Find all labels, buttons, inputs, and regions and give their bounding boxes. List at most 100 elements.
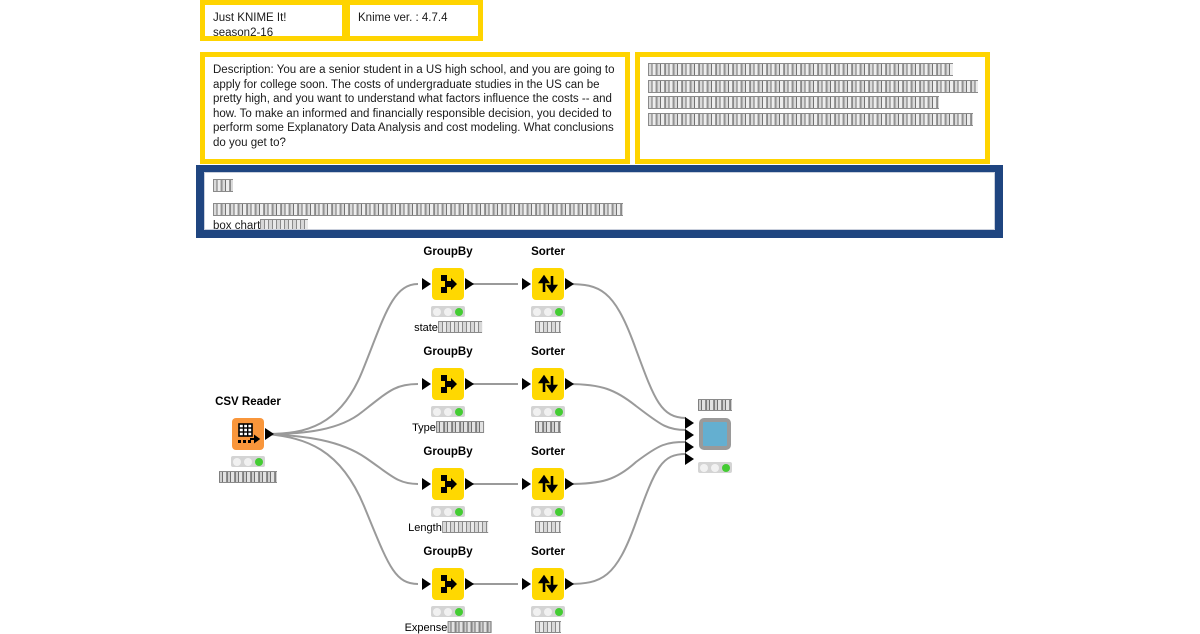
output-port[interactable] — [565, 478, 574, 490]
node-status-sorter-1 — [531, 306, 565, 317]
node-label-csv-reader — [219, 471, 277, 484]
status-configured-bulb — [543, 307, 552, 316]
unrenderable-text-run — [698, 399, 732, 411]
group-merge-icon — [441, 475, 457, 493]
input-port[interactable] — [522, 278, 531, 290]
view-node-icon[interactable] — [699, 418, 731, 450]
unrenderable-text-run — [535, 521, 561, 533]
unrenderable-text-line — [648, 112, 973, 126]
input-port[interactable] — [422, 478, 431, 490]
status-executed-bulb — [554, 607, 563, 616]
sort-arrows-icon — [538, 574, 558, 594]
status-idle-bulb — [433, 307, 442, 316]
input-port-2[interactable] — [685, 429, 694, 441]
output-port[interactable] — [465, 378, 474, 390]
status-idle-bulb — [433, 507, 442, 516]
sort-arrows-icon — [538, 474, 558, 494]
node-status-groupby-1 — [431, 306, 465, 317]
connection-lines — [267, 283, 687, 585]
unrenderable-text-line — [213, 202, 623, 216]
status-executed-bulb — [254, 457, 263, 466]
node-label-groupby-3: Length — [408, 521, 488, 534]
status-executed-bulb — [554, 407, 563, 416]
node-title-csv-reader: CSV Reader — [215, 396, 281, 408]
output-port[interactable] — [565, 278, 574, 290]
node-label-prefix: Expense — [404, 622, 448, 634]
input-port-4[interactable] — [685, 453, 694, 465]
csv-reader-icon[interactable] — [232, 418, 264, 450]
status-executed-bulb — [454, 507, 463, 516]
status-idle-bulb — [433, 407, 442, 416]
groupby-icon[interactable] — [432, 568, 464, 600]
node-title-groupby: GroupBy — [423, 546, 473, 558]
input-port[interactable] — [522, 478, 531, 490]
sorter-icon[interactable] — [532, 368, 564, 400]
sorter-icon[interactable] — [532, 568, 564, 600]
sorter-icon[interactable] — [532, 268, 564, 300]
groupby-icon[interactable] — [432, 368, 464, 400]
status-configured-bulb — [443, 407, 452, 416]
input-port-1[interactable] — [685, 417, 694, 429]
node-status-sorter-2 — [531, 406, 565, 417]
unrenderable-text-run — [219, 471, 277, 483]
node-label-groupby-1: state — [414, 321, 482, 334]
output-port[interactable] — [265, 428, 274, 440]
input-port[interactable] — [522, 378, 531, 390]
node-title-sorter: Sorter — [531, 546, 565, 558]
unrenderable-text-line — [648, 96, 939, 109]
output-port[interactable] — [465, 578, 474, 590]
status-executed-bulb — [554, 507, 563, 516]
sorter-icon[interactable] — [532, 468, 564, 500]
node-label-prefix: state — [414, 322, 438, 334]
node-label-sorter-3 — [535, 521, 561, 534]
node-title-groupby: GroupBy — [423, 446, 473, 458]
knime-workflow-editor[interactable]: CSV Reader — [0, 240, 1200, 634]
input-port[interactable] — [422, 278, 431, 290]
status-executed-bulb — [454, 407, 463, 416]
node-label-groupby-2: Type — [412, 421, 484, 434]
blue-annotation-text-box[interactable]: box chart — [204, 172, 995, 230]
unrenderable-text-run — [535, 321, 561, 333]
groupby-icon[interactable] — [432, 468, 464, 500]
groupby-icon[interactable] — [432, 268, 464, 300]
status-configured-bulb — [543, 507, 552, 516]
box-chart-label: box chart — [213, 220, 261, 230]
unrenderable-text-run — [435, 421, 484, 433]
unrenderable-text-line — [648, 63, 953, 76]
input-port[interactable] — [522, 578, 531, 590]
input-port[interactable] — [422, 578, 431, 590]
unrenderable-text-run — [447, 621, 492, 633]
group-merge-icon — [441, 275, 457, 293]
status-executed-bulb — [454, 307, 463, 316]
status-idle-bulb — [433, 607, 442, 616]
workflow-title-box[interactable]: Just KNIME It! season2-16 — [205, 5, 342, 36]
knime-version-box[interactable]: Knime ver. : 4.7.4 — [350, 5, 478, 36]
description-text-box[interactable]: Description: You are a senior student in… — [205, 57, 625, 159]
status-executed-bulb — [454, 607, 463, 616]
group-merge-icon — [441, 575, 457, 593]
status-idle-bulb — [533, 307, 542, 316]
node-title-sorter: Sorter — [531, 346, 565, 358]
output-port[interactable] — [465, 278, 474, 290]
status-configured-bulb — [443, 607, 452, 616]
notes-text-box[interactable] — [640, 57, 985, 159]
status-idle-bulb — [533, 607, 542, 616]
output-port[interactable] — [565, 578, 574, 590]
unrenderable-text-run — [260, 219, 309, 229]
output-port[interactable] — [565, 378, 574, 390]
node-status-sorter-3 — [531, 506, 565, 517]
input-port[interactable] — [422, 378, 431, 390]
node-status-groupby-3 — [431, 506, 465, 517]
status-idle-bulb — [533, 507, 542, 516]
unrenderable-text-line — [213, 179, 233, 192]
unrenderable-text-run — [535, 621, 561, 633]
unrenderable-text-run — [437, 321, 482, 333]
output-port[interactable] — [465, 478, 474, 490]
status-idle-bulb — [533, 407, 542, 416]
status-executed-bulb — [721, 463, 730, 472]
node-label-groupby-4: Expense — [405, 621, 492, 634]
input-port-3[interactable] — [685, 441, 694, 453]
node-title-sorter: Sorter — [531, 446, 565, 458]
node-label-sorter-1 — [535, 321, 561, 334]
